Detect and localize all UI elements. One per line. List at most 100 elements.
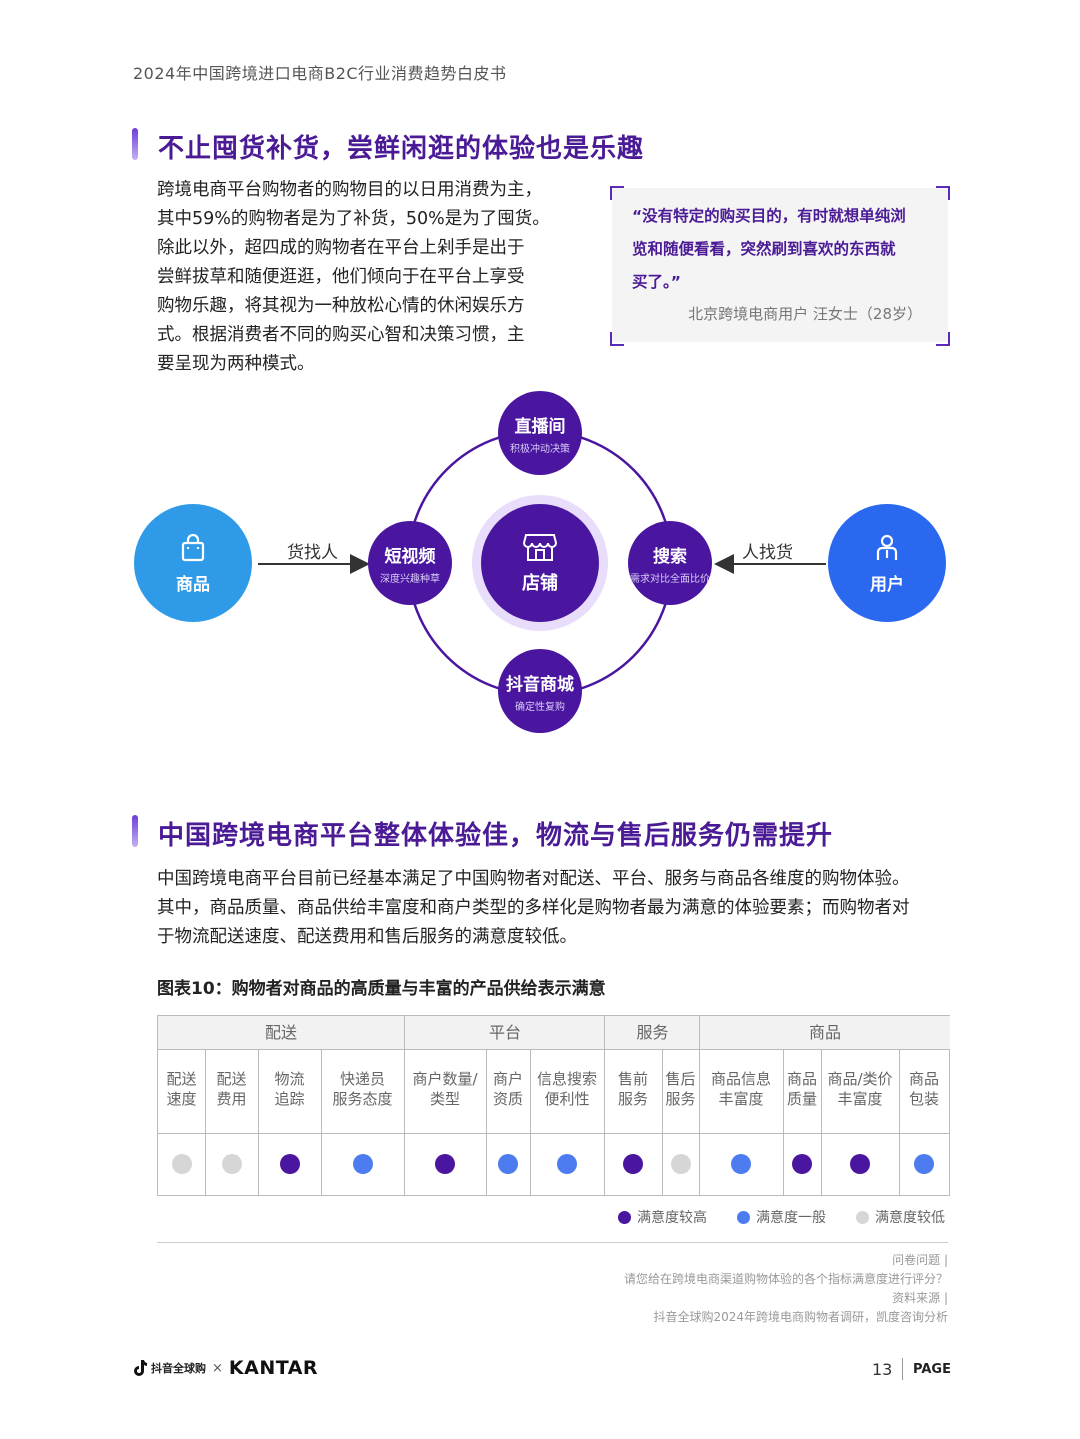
column-header-line: 商品 xyxy=(786,1070,817,1088)
short-video-node: 短视频 深度兴趣种草 xyxy=(368,521,452,605)
footer-divider xyxy=(902,1358,903,1380)
search-title: 搜索 xyxy=(653,546,687,567)
table-column-header: 售后服务 xyxy=(662,1069,699,1109)
livestream-node: 直播间 积极冲动决策 xyxy=(498,391,582,475)
column-header-line: 售前 xyxy=(617,1070,648,1088)
user-icon xyxy=(876,534,898,560)
column-header-line: 服务 xyxy=(617,1090,648,1108)
product-node-label: 商品 xyxy=(176,574,210,595)
column-header-line: 资质 xyxy=(492,1090,523,1108)
quote-corner xyxy=(610,332,624,346)
satisfaction-dot-low xyxy=(171,1154,192,1174)
table-group-header: 商品 xyxy=(699,1016,950,1049)
column-header-line: 商品 xyxy=(908,1070,939,1088)
column-header-line: 配送 xyxy=(216,1070,247,1088)
column-header-line: 包装 xyxy=(908,1090,939,1108)
column-header-line: 速度 xyxy=(166,1090,197,1108)
kantar-brand: KANTAR xyxy=(228,1357,319,1379)
note-question: 请您给在跨境电商渠道购物体验的各个指标满意度进行评分？ xyxy=(623,1272,948,1286)
legend-dot-medium xyxy=(737,1210,750,1224)
column-header-line: 类型 xyxy=(429,1090,460,1108)
column-header-line: 售后 xyxy=(665,1070,696,1088)
table-rule xyxy=(158,1049,949,1050)
column-header-line: 丰富度 xyxy=(718,1090,764,1108)
section-1-title: 不止囤货补货，尝鲜闲逛的体验也是乐趣 xyxy=(158,134,645,164)
store-node: 店铺 xyxy=(481,504,599,622)
satisfaction-dot-low xyxy=(221,1154,242,1174)
livestream-subtitle: 积极冲动决策 xyxy=(510,443,570,455)
table-column-header: 商品信息丰富度 xyxy=(699,1069,783,1109)
footer-brands: 抖音全球购 × KANTAR xyxy=(132,1357,318,1379)
satisfaction-table: 配送平台服务商品配送速度配送费用物流追踪快递员服务态度商户数量/类型商户资质信息… xyxy=(157,1015,950,1196)
satisfaction-dot-low xyxy=(670,1154,691,1174)
column-header-line: 商户数量/ xyxy=(412,1070,478,1088)
quote-source: 北京跨境电商用户 汪女士（28岁） xyxy=(688,305,922,323)
store-node-label: 店铺 xyxy=(522,573,558,594)
section-1-paragraph: 跨境电商平台购物者的购物目的以日用消费为主， 其中59%的购物者是为了补货，50… xyxy=(157,180,550,374)
table-column-rule xyxy=(404,1049,405,1195)
column-header-line: 信息搜索 xyxy=(536,1070,597,1088)
section-accent-bar xyxy=(132,815,138,847)
satisfaction-dot-medium xyxy=(557,1154,577,1174)
table-column-header: 售前服务 xyxy=(604,1069,662,1109)
legend-low: 满意度较低 xyxy=(856,1207,945,1227)
shopping-bag-icon xyxy=(181,533,205,561)
douyin-global-brand: 抖音全球购 xyxy=(151,1362,206,1375)
section-2-paragraph: 中国跨境电商平台目前已经基本满足了中国购物者对配送、平台、服务与商品各维度的购物… xyxy=(157,869,910,947)
table-column-rule xyxy=(258,1049,259,1195)
note-source-label: 资料来源 | xyxy=(892,1291,948,1305)
user-node: 用户 xyxy=(828,504,946,622)
short-video-subtitle: 深度兴趣种草 xyxy=(380,573,440,585)
douyin-mall-title: 抖音商城 xyxy=(506,674,574,695)
satisfaction-dot-high xyxy=(850,1154,870,1174)
quote-corner xyxy=(936,332,950,346)
section-2-title: 中国跨境电商平台整体体验佳，物流与售后服务仍需提升 xyxy=(158,821,834,851)
short-video-title: 短视频 xyxy=(384,546,436,567)
table-column-rule xyxy=(486,1049,487,1195)
user-node-label: 用户 xyxy=(870,574,904,595)
people-find-goods-label: 人找货 xyxy=(742,543,793,563)
product-node: 商品 xyxy=(134,504,252,622)
legend-dot-high xyxy=(618,1210,631,1224)
brand-separator: × xyxy=(212,1360,223,1376)
table-column-header: 商户资质 xyxy=(486,1069,530,1109)
column-header-line: 快递员 xyxy=(339,1070,385,1088)
satisfaction-dot-medium xyxy=(731,1154,751,1174)
table-column-rule xyxy=(321,1049,322,1195)
goods-find-people-label: 货找人 xyxy=(287,543,338,563)
column-header-line: 便利性 xyxy=(544,1090,590,1108)
satisfaction-dot-medium xyxy=(498,1154,518,1174)
divider xyxy=(157,1242,948,1243)
section-accent-bar xyxy=(132,128,138,160)
legend-high: 满意度较高 xyxy=(618,1207,707,1227)
satisfaction-dot-high xyxy=(435,1154,455,1174)
table-column-header: 物流追踪 xyxy=(258,1069,321,1109)
column-header-line: 商户 xyxy=(492,1070,523,1088)
quote-corner xyxy=(610,186,624,200)
column-header-line: 追踪 xyxy=(274,1090,305,1108)
table-column-header: 商品质量 xyxy=(783,1069,821,1109)
page-label: PAGE xyxy=(913,1362,951,1377)
column-header-line: 商品/类价 xyxy=(827,1070,893,1088)
satisfaction-dot-high xyxy=(623,1154,643,1174)
column-header-line: 服务 xyxy=(665,1090,696,1108)
table-column-rule xyxy=(662,1049,663,1195)
satisfaction-dot-medium xyxy=(352,1154,373,1174)
douyin-mall-subtitle: 确定性复购 xyxy=(515,701,565,713)
figure-caption: 图表10：购物者对商品的高质量与丰富的产品供给表示满意 xyxy=(157,979,606,999)
satisfaction-dot-high xyxy=(792,1154,812,1174)
table-column-rule xyxy=(899,1049,900,1195)
legend-dot-low xyxy=(856,1210,869,1224)
table-column-header: 信息搜索便利性 xyxy=(530,1069,604,1109)
search-subtitle: 需求对比全面比价 xyxy=(630,573,710,585)
report-title: 2024年中国跨境进口电商B2C行业消费趋势白皮书 xyxy=(133,64,507,83)
column-header-line: 费用 xyxy=(216,1090,247,1108)
table-column-rule xyxy=(530,1049,531,1195)
note-question-label: 问卷问题 | xyxy=(892,1253,948,1267)
table-column-header: 快递员服务态度 xyxy=(321,1069,404,1109)
user-quote: “没有特定的购买目的，有时就想单纯浏 览和随便看看，突然刷到喜欢的东西就 买了。… xyxy=(632,207,906,291)
quote-box xyxy=(612,188,948,342)
storefront-icon xyxy=(522,534,558,561)
column-header-line: 商品信息 xyxy=(710,1070,771,1088)
column-header-line: 物流 xyxy=(274,1070,305,1088)
